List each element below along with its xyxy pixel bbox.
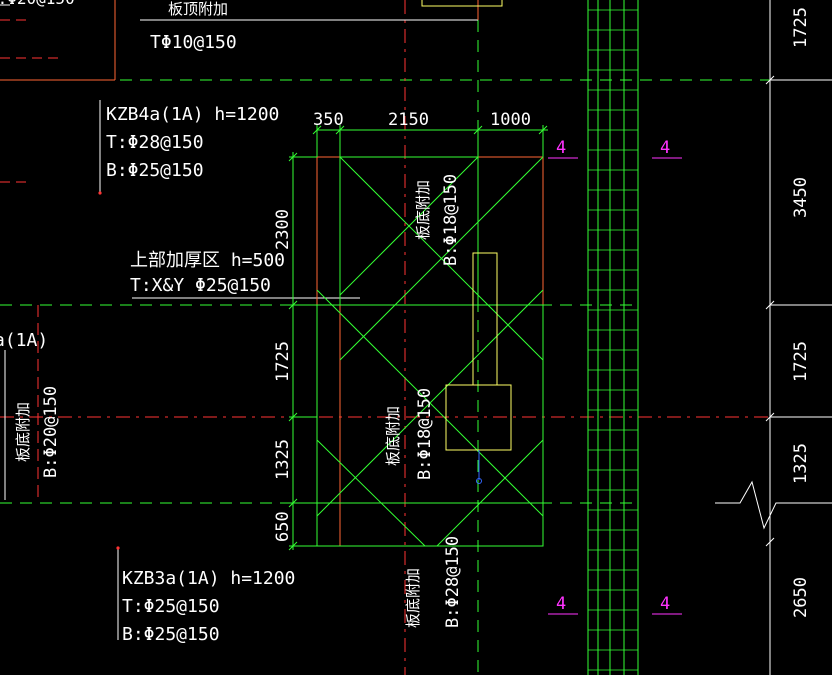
dim-right-2650: 2650 (791, 577, 811, 618)
rotated-labels: 2300 1725 1325 650 1725 3450 1725 1325 2… (14, 7, 811, 628)
top-slab-zone (0, 0, 503, 81)
top-clip-label: B:Φ20@150 (0, 0, 75, 8)
rebar-zone (316, 130, 544, 547)
dim-left-2300: 2300 (273, 209, 293, 250)
kzb3a-bottom-rebar: B:Φ25@150 (122, 624, 220, 645)
rebar-extent-low (316, 502, 544, 547)
kzb4a-top-rebar: T:Φ28@150 (106, 132, 204, 153)
top-yellow-rect (421, 0, 503, 7)
dim-top-1000: 1000 (490, 110, 531, 130)
mid-bottom-title: 板底附加 (384, 406, 402, 466)
dim-top-2150: 2150 (388, 110, 429, 130)
dim-top-350: 350 (313, 110, 344, 130)
right-dim-ticks (765, 75, 775, 547)
upper-bottom-rebar: B:Φ18@150 (441, 174, 461, 266)
low-bottom-title: 板底附加 (404, 568, 422, 628)
section-mark-3[interactable]: 4 (556, 594, 566, 614)
dim-right-1725-mid: 1725 (791, 341, 811, 382)
dim-left-1325: 1325 (273, 439, 293, 480)
right-grid-rows (588, 9, 638, 671)
leader-lines (4, 100, 360, 640)
section-mark-2[interactable]: 4 (660, 138, 670, 158)
section-mark-4[interactable]: 4 (660, 594, 670, 614)
kzb4a-bottom-rebar: B:Φ25@150 (106, 160, 204, 181)
left-dimension-chain (288, 152, 317, 551)
upper-bottom-title: 板底附加 (414, 180, 432, 240)
thick-zone-rebar: T:X&Y Φ25@150 (130, 275, 271, 296)
right-grid-strip (587, 0, 639, 675)
thick-zone-title: 上部加厚区 h=500 (130, 250, 285, 271)
kzb3a-top-rebar: T:Φ25@150 (122, 596, 220, 617)
dim-left-650: 650 (273, 511, 293, 542)
mid-bottom-rebar: B:Φ18@150 (415, 388, 435, 480)
break-line-symbol (715, 480, 832, 530)
dim-right-1725-top: 1725 (791, 7, 811, 48)
column-stem (472, 252, 498, 386)
left-bottom-title: 板底附加 (14, 402, 32, 462)
top-slab-rebar: TΦ10@150 (150, 32, 237, 53)
leader-dot-kzb3a (116, 546, 120, 550)
dim-right-3450: 3450 (791, 177, 811, 218)
blue-point (476, 478, 482, 484)
leader-dot-kzb4a (98, 191, 102, 195)
text-labels: B:Φ20@150 板顶附加 TΦ10@150 KZB4a(1A) h=1200… (0, 0, 531, 645)
top-slab-title: 板顶附加 (168, 0, 228, 18)
dim-left-1725: 1725 (273, 341, 293, 382)
kzb4a-title: KZB4a(1A) h=1200 (106, 104, 279, 125)
top-dimension-chain (312, 125, 548, 157)
right-edge-lines (715, 0, 832, 675)
left-clip-label: a(1A) (0, 330, 48, 351)
dim-right-1325: 1325 (791, 443, 811, 484)
kzb3a-title: KZB3a(1A) h=1200 (122, 568, 295, 589)
left-bottom-rebar: B:Φ20@150 (41, 386, 61, 478)
section-mark-1[interactable]: 4 (556, 138, 566, 158)
section-mark-lines (548, 157, 682, 615)
low-bottom-rebar: B:Φ28@150 (443, 536, 463, 628)
